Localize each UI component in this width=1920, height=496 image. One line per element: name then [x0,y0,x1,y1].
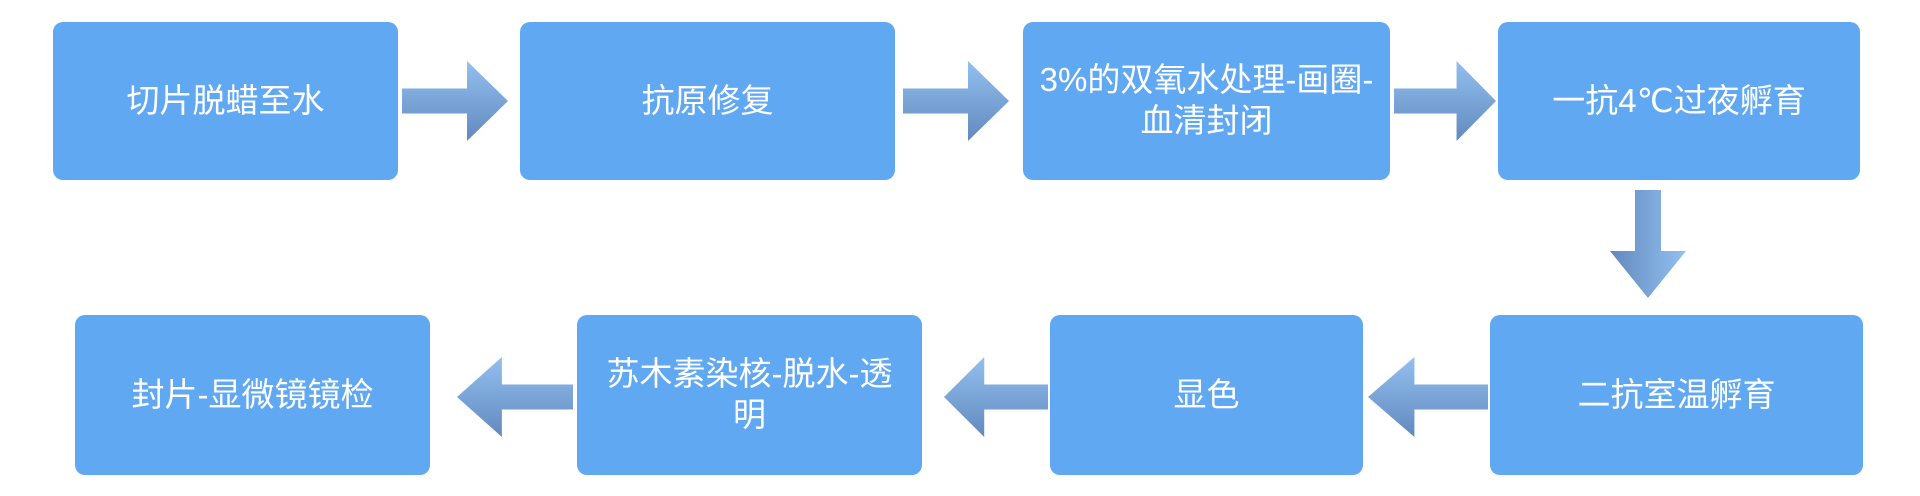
step-primary-antibody-incubation: 一抗4℃过夜孵育 [1498,22,1860,180]
arrow-left-icon [944,357,1048,437]
step-chromogenic-detection: 显色 [1050,315,1363,475]
arrow-left-icon [457,357,573,437]
arrow-right-icon [402,61,508,141]
step-antigen-retrieval: 抗原修复 [520,22,895,180]
arrow-down-icon [1610,190,1686,298]
arrow-right-icon [1394,61,1496,141]
step-mounting-microscopy: 封片-显微镜镜检 [75,315,430,475]
step-counterstain-dehydrate-clear: 苏木素染核-脱水-透 明 [577,315,922,475]
arrow-left-icon [1368,357,1488,437]
arrow-right-icon [903,61,1009,141]
step-secondary-antibody-incubation: 二抗室温孵育 [1490,315,1863,475]
step-peroxide-circle-serum-block: 3%的双氧水处理-画圈- 血清封闭 [1023,22,1390,180]
step-dewaxing: 切片脱蜡至水 [53,22,398,180]
